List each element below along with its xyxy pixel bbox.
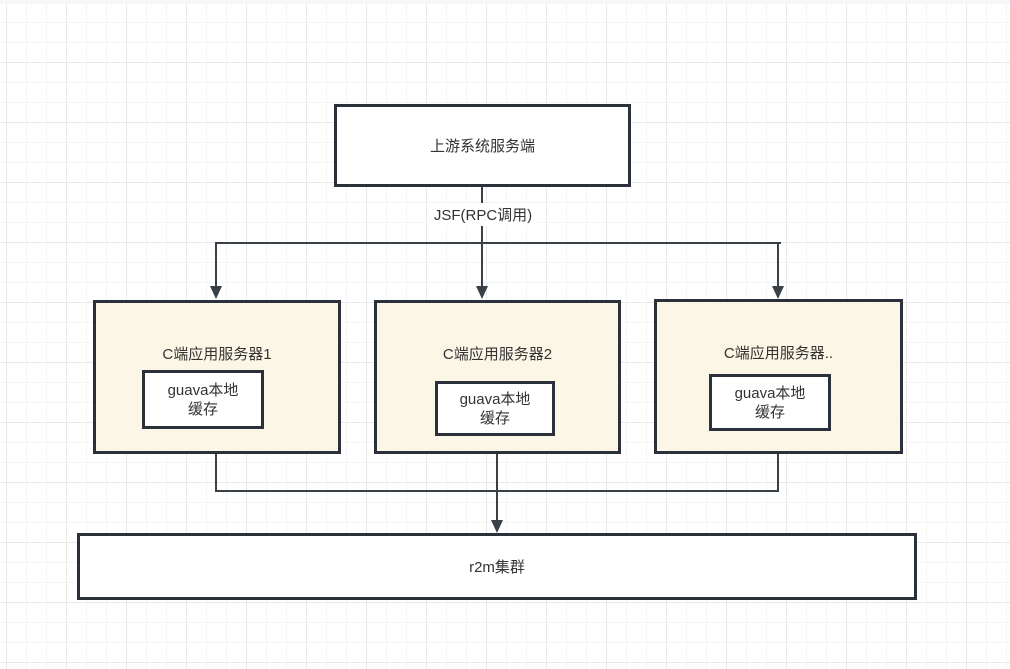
app-server1-box[interactable]: C端应用服务器1 guava本地 缓存 bbox=[93, 300, 341, 454]
upstream-server-label: 上游系统服务端 bbox=[429, 138, 535, 155]
r2m-cluster-label: r2m集群 bbox=[469, 559, 525, 576]
arrow-into-server1-icon bbox=[210, 286, 222, 299]
edge-upstream-vertical bbox=[481, 187, 483, 288]
arrow-into-server3-icon bbox=[772, 286, 784, 299]
app-server1-label: C端应用服务器1 bbox=[162, 346, 272, 363]
r2m-cluster-box[interactable]: r2m集群 bbox=[77, 533, 917, 600]
edge-branch-right-vertical bbox=[777, 242, 779, 288]
edge-server2-to-r2m-vertical bbox=[496, 454, 498, 521]
guava-cache-label-line1: guava本地 bbox=[459, 390, 531, 408]
canvas-top-edge bbox=[0, 0, 1010, 4]
guava-cache-label-line1: guava本地 bbox=[167, 381, 239, 399]
upstream-server-box[interactable]: 上游系统服务端 bbox=[334, 104, 631, 187]
arrow-into-r2m-icon bbox=[491, 520, 503, 533]
app-server3-guava-cache-box[interactable]: guava本地 缓存 bbox=[709, 374, 831, 431]
rpc-edge-label: JSF(RPC调用) bbox=[427, 203, 539, 226]
edge-server3-down-vertical bbox=[777, 454, 779, 492]
guava-cache-label-line2: 缓存 bbox=[479, 409, 510, 427]
edge-branch-horizontal bbox=[215, 242, 781, 244]
guava-cache-label-line2: 缓存 bbox=[187, 400, 218, 418]
edge-branch-left-vertical bbox=[215, 242, 217, 288]
arrow-into-server2-icon bbox=[476, 286, 488, 299]
edge-server1-down-vertical bbox=[215, 454, 217, 492]
guava-cache-label-line1: guava本地 bbox=[734, 384, 806, 402]
app-server3-label: C端应用服务器.. bbox=[723, 345, 834, 362]
guava-cache-label-line2: 缓存 bbox=[754, 403, 785, 421]
app-server2-box[interactable]: C端应用服务器2 guava本地 缓存 bbox=[374, 300, 621, 454]
app-server3-box[interactable]: C端应用服务器.. guava本地 缓存 bbox=[654, 299, 903, 454]
app-server2-guava-cache-box[interactable]: guava本地 缓存 bbox=[435, 381, 555, 436]
app-server1-guava-cache-box[interactable]: guava本地 缓存 bbox=[142, 370, 264, 429]
app-server2-label: C端应用服务器2 bbox=[442, 346, 553, 363]
